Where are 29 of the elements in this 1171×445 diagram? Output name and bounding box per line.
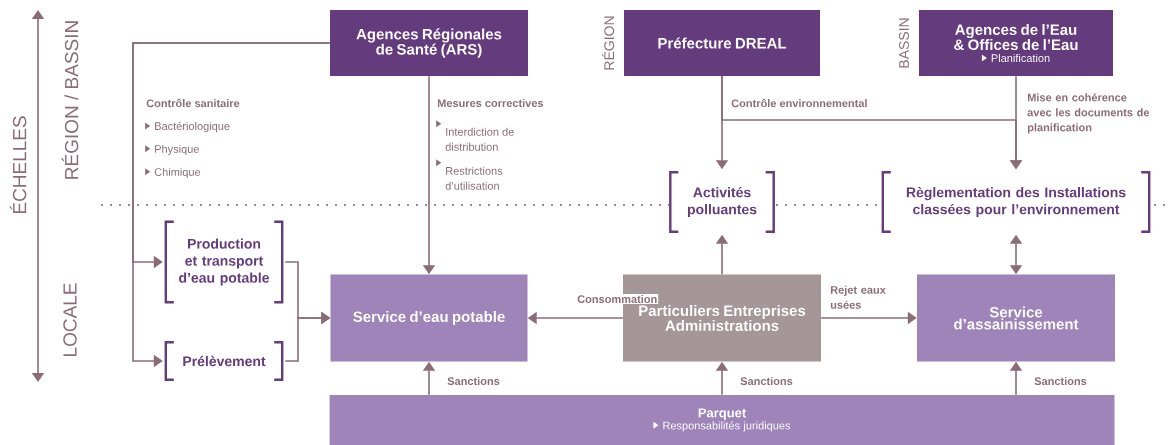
edge-label: Sanctions xyxy=(446,375,501,387)
edge-label: Sanctions xyxy=(1033,375,1088,387)
edge-label: Consommation xyxy=(576,293,659,305)
bullet-item: Bactériologique xyxy=(145,121,230,133)
node-label: Règlementation des Installations classées pour l’environnement xyxy=(906,186,1126,218)
bracket-box: Activités polluantes xyxy=(669,171,775,233)
level-label: RÉGION / BASSIN xyxy=(61,21,79,179)
edge-label: Mise en cohérence avec les documents de planification xyxy=(1026,92,1164,135)
authority-box: Préfecture DREAL xyxy=(624,10,820,76)
axis-label: ÉCHELLES xyxy=(9,116,27,214)
bullet-item: Interdiction de distribution xyxy=(436,120,514,151)
edge-label: Sanctions xyxy=(739,375,794,387)
bullet-item: Physique xyxy=(145,144,199,156)
level-label: LOCALE xyxy=(63,283,77,356)
edge-label: Rejet eaux usées xyxy=(829,284,894,310)
service-box: Parquet Responsabilités juridiques xyxy=(329,395,1115,445)
bracket-box: Prélèvement xyxy=(164,341,284,381)
bracket-box: Production et transport d’eau potable xyxy=(164,220,284,304)
service-box: Service d’assainissement xyxy=(917,274,1115,362)
bullet-item: Chimique xyxy=(145,167,201,179)
node-label: Activités polluantes xyxy=(687,186,757,218)
authority-box: Agences de l’Eau & Offices de l’Eau Planification xyxy=(919,10,1113,76)
edge-label: Mesures correctives xyxy=(436,97,545,109)
service-box: Service d’eau potable xyxy=(330,274,528,362)
bullet-item: Restrictions d’utilisation xyxy=(436,159,503,190)
bracket-box: Règlementation des Installations classées pour l’environnement xyxy=(881,171,1151,233)
edge-label: Contrôle sanitaire xyxy=(145,97,241,109)
authority-box: Agences Régionales de Santé (ARS) xyxy=(330,10,528,76)
edge-label: Contrôle environnemental xyxy=(730,97,869,109)
